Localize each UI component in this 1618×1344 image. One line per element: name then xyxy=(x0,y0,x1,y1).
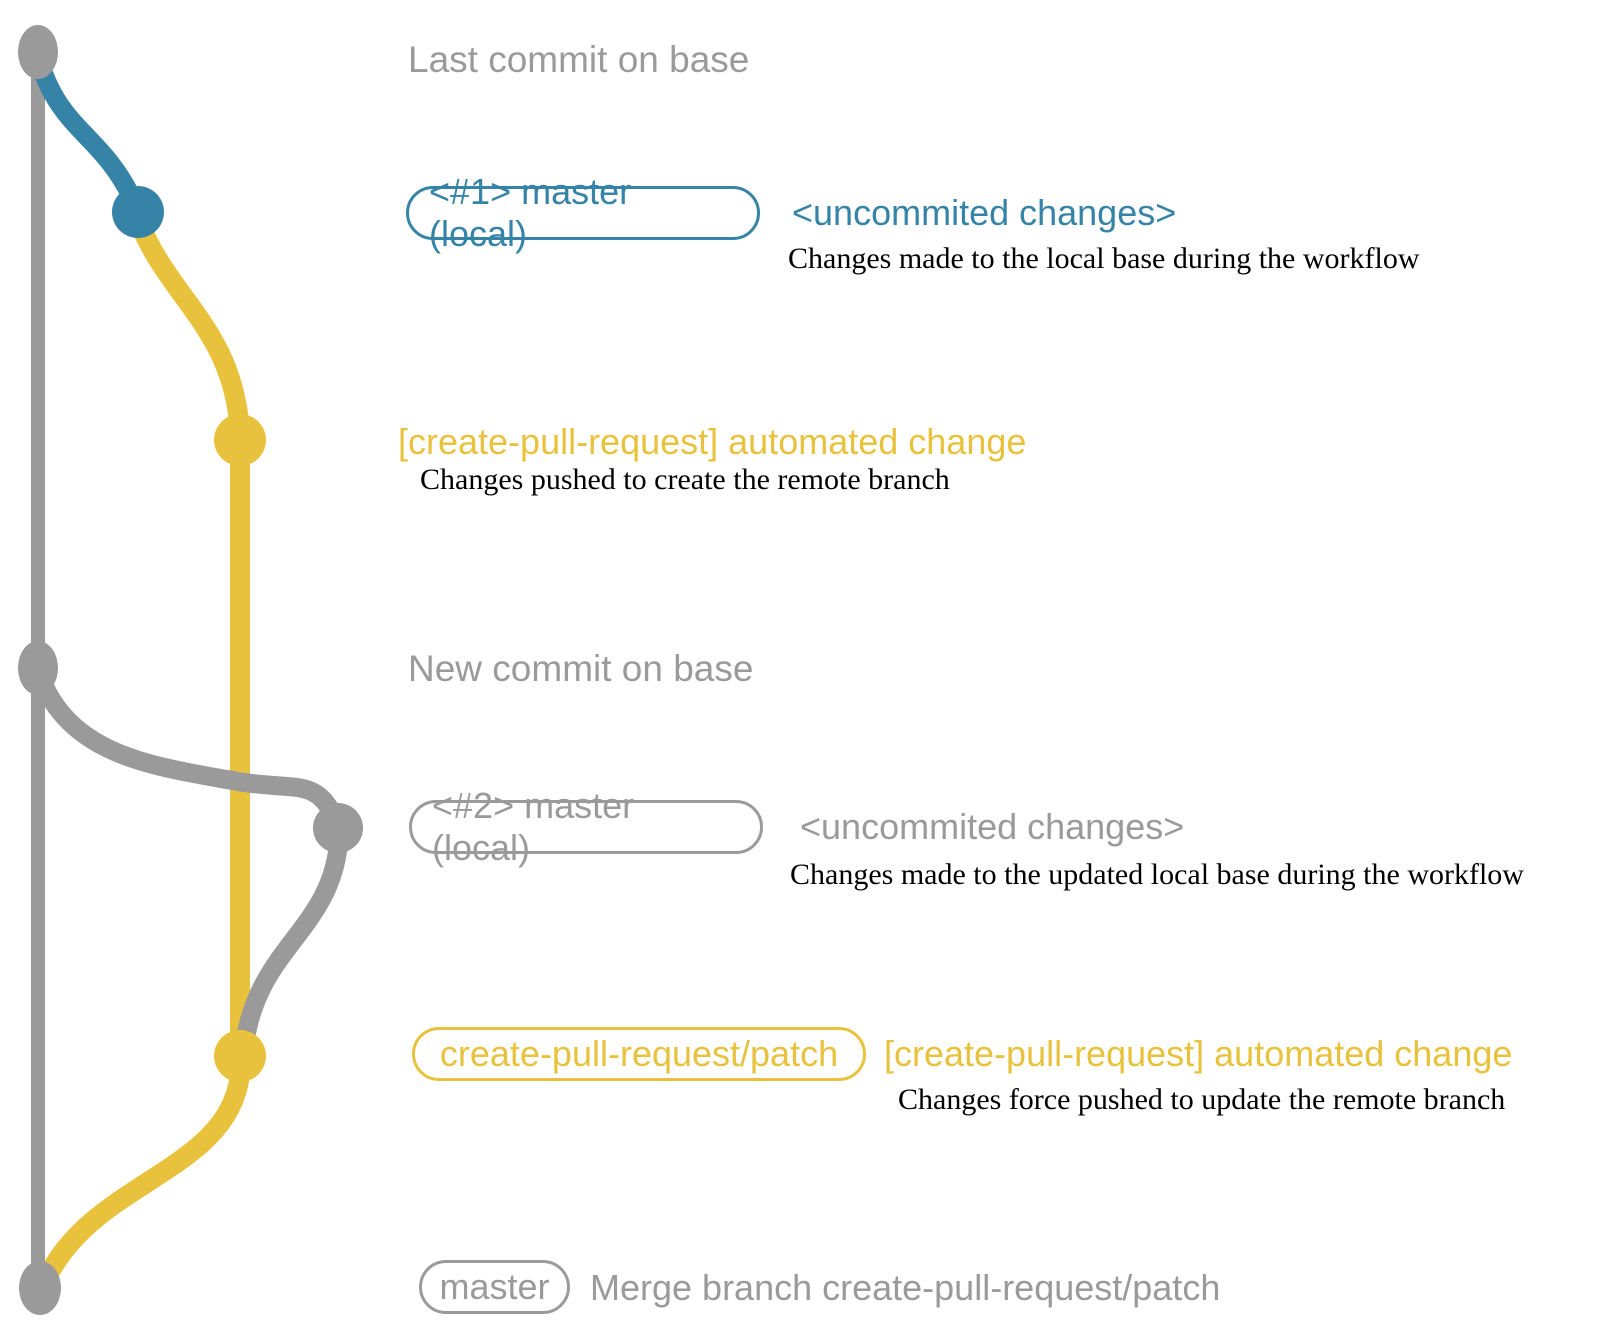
commit-message-uncommited-1: <uncommited changes> xyxy=(792,192,1177,233)
commit-dot-new-base xyxy=(18,641,58,695)
commit-dot-local-1 xyxy=(112,186,164,238)
branch-label-text: create-pull-request/patch xyxy=(439,1033,839,1074)
description-local-changes-1: Changes made to the local base during th… xyxy=(788,242,1420,275)
branch-label-create-pull-request-patch: create-pull-request/patch xyxy=(412,1027,866,1081)
commit-message-automated-1: [create-pull-request] automated change xyxy=(398,421,1027,462)
commit-message-uncommited-2: <uncommited changes> xyxy=(800,806,1185,847)
branch-label-master-local-2: <#2> master (local) xyxy=(409,785,763,868)
updated-local-branch-line xyxy=(30,666,347,834)
commit-dot-last-base xyxy=(18,25,58,79)
commit-message-automated-2: [create-pull-request] automated change xyxy=(884,1033,1513,1074)
commit-dot-local-2 xyxy=(313,803,363,853)
local-branch-line xyxy=(28,46,142,208)
branch-label-master: master xyxy=(419,1260,570,1314)
patch-merge-line xyxy=(40,1065,250,1282)
header-new-commit-on-base: New commit on base xyxy=(408,648,754,689)
force-push-line xyxy=(235,838,348,1052)
description-local-changes-2: Changes made to the updated local base d… xyxy=(790,858,1524,891)
commit-dot-merge xyxy=(19,1261,61,1315)
patch-branch-line xyxy=(129,212,250,1068)
header-last-commit-on-base: Last commit on base xyxy=(408,39,750,80)
commit-dot-patch-1 xyxy=(214,414,266,466)
branch-label-text: <#1> master (local) xyxy=(429,171,632,254)
description-force-push: Changes force pushed to update the remot… xyxy=(898,1083,1506,1116)
commit-message-merge: Merge branch create-pull-request/patch xyxy=(590,1267,1221,1308)
branch-label-text: <#2> master (local) xyxy=(432,785,635,868)
branch-label-text: master xyxy=(439,1266,550,1307)
branch-label-master-local-1: <#1> master (local) xyxy=(406,171,760,254)
description-push-remote: Changes pushed to create the remote bran… xyxy=(420,463,950,496)
commit-dot-patch-2 xyxy=(214,1030,266,1082)
